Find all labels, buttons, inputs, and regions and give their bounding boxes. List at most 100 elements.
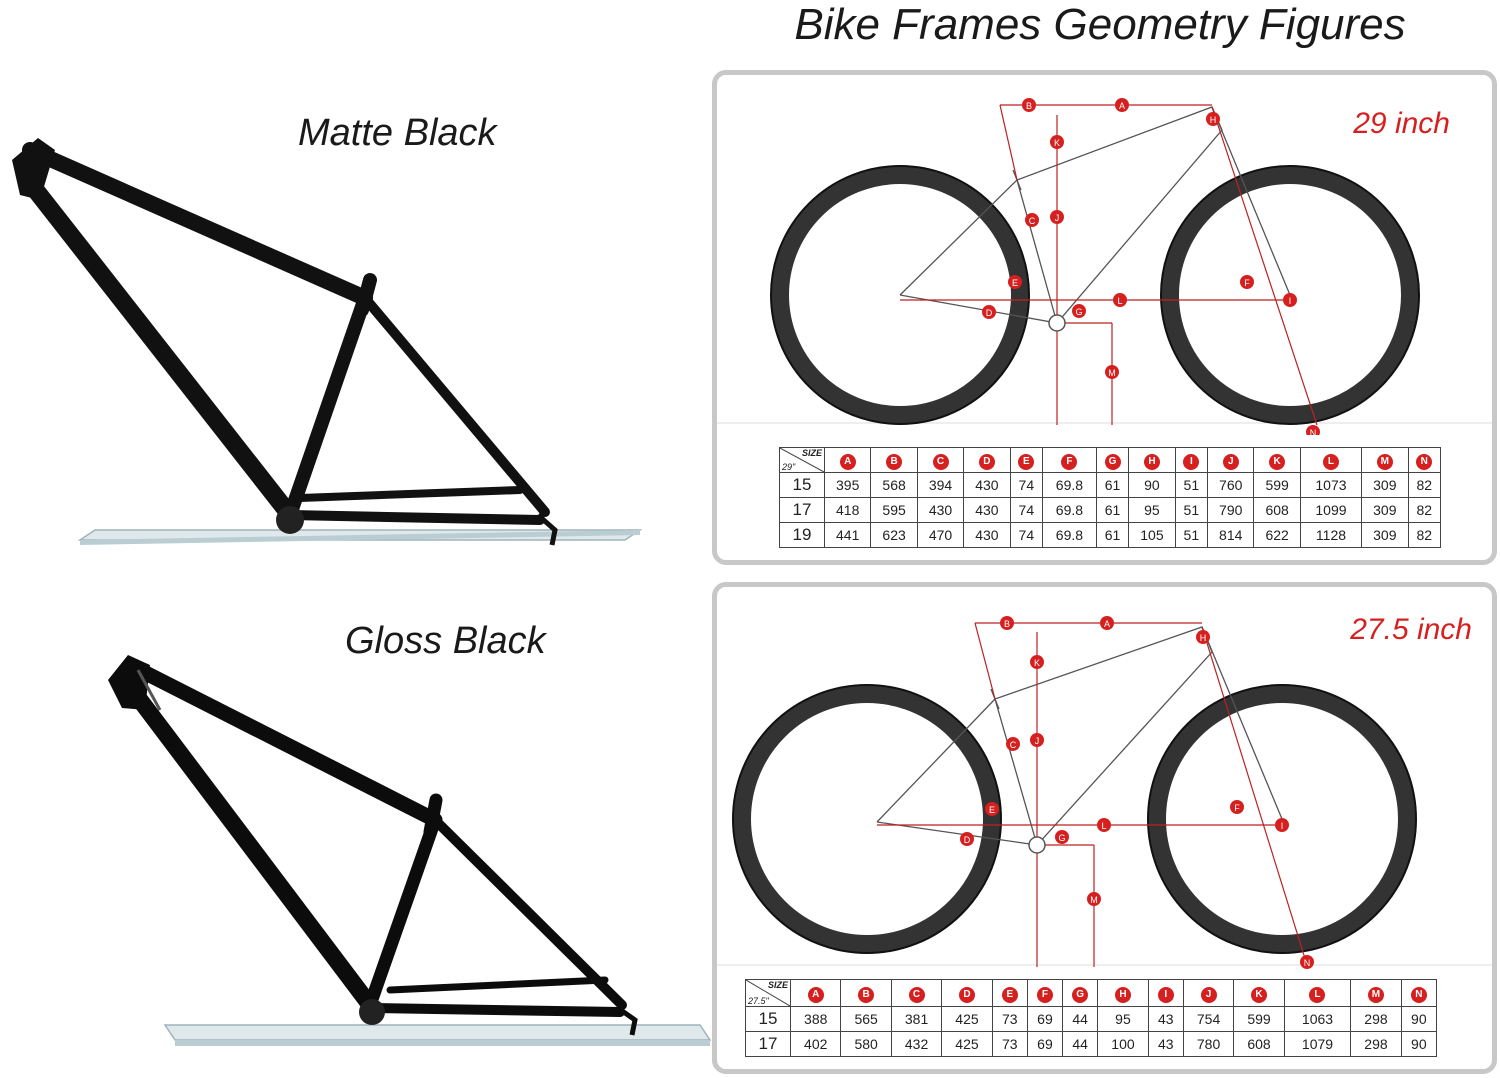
table-cell: 69.8 (1042, 522, 1097, 548)
svg-text:B: B (1004, 619, 1010, 629)
table-cell: 51 (1174, 472, 1209, 498)
svg-text:M: M (1108, 368, 1116, 378)
column-header-k: K (1253, 447, 1301, 473)
svg-text:I: I (1281, 821, 1284, 831)
geometry-panel-27-5: A B C D E F G H I J K L M N 27.5 inch SI… (712, 582, 1497, 1074)
table-cell: 599 (1253, 472, 1301, 498)
wheel-size-label-27-5: 27.5 inch (1350, 613, 1472, 646)
table-cell: 425 (941, 1031, 993, 1057)
table-cell: 43 (1147, 1006, 1184, 1032)
matte-black-label: Matte Black (298, 112, 497, 154)
table-cell: 381 (890, 1006, 943, 1032)
table-cell: 69.8 (1042, 497, 1097, 523)
table-cell: 82 (1407, 472, 1442, 498)
size-cell: 19 (779, 522, 825, 548)
table-cell: 90 (1400, 1031, 1438, 1057)
column-letter-badge: G (1072, 986, 1089, 1003)
column-header-l: L (1283, 979, 1352, 1007)
bike-geometry-diagram-27-5: A B C D E F G H I J K L M N (717, 616, 1492, 969)
table-cell: 309 (1361, 522, 1409, 548)
diagram-letter-markers: A B C D E F G H I J K L M N (982, 98, 1320, 435)
table-cell: 90 (1400, 1006, 1438, 1032)
table-cell: 430 (963, 497, 1011, 523)
column-letter-badge: N (1416, 453, 1433, 470)
column-letter-badge: I (1183, 453, 1200, 470)
svg-text:F: F (1234, 803, 1240, 813)
table-cell: 43 (1147, 1031, 1184, 1057)
size-corner-cell: SIZE 27.5" (745, 979, 791, 1007)
table-cell: 298 (1350, 1031, 1402, 1057)
svg-text:A: A (1119, 101, 1125, 111)
svg-text:N: N (1310, 428, 1317, 435)
svg-text:E: E (1012, 278, 1018, 288)
column-header-d: D (963, 447, 1011, 473)
column-letter-badge: A (807, 986, 824, 1003)
table-cell: 418 (823, 497, 872, 523)
column-letter-badge: M (1376, 453, 1393, 470)
column-header-m: M (1361, 447, 1409, 473)
column-letter-badge: J (1222, 453, 1239, 470)
table-cell: 69 (1026, 1006, 1064, 1032)
table-cell: 395 (823, 472, 872, 498)
column-header-g: G (1062, 979, 1099, 1007)
column-letter-badge: I (1157, 986, 1174, 1003)
table-cell: 309 (1361, 472, 1409, 498)
table-cell: 100 (1097, 1031, 1149, 1057)
table-cell: 780 (1182, 1031, 1235, 1057)
column-letter-badge: K (1250, 986, 1267, 1003)
size-cell: 15 (779, 472, 825, 498)
bike-geometry-diagram-29: A B C D E F G H I J K L M N (717, 98, 1492, 435)
column-letter-badge: K (1269, 453, 1286, 470)
table-cell: 69 (1026, 1031, 1064, 1057)
table-cell: 760 (1207, 472, 1255, 498)
svg-text:M: M (1090, 895, 1098, 905)
table-cell: 90 (1128, 472, 1176, 498)
column-header-f: F (1026, 979, 1064, 1007)
table-cell: 82 (1407, 522, 1442, 548)
column-header-h: H (1128, 447, 1176, 473)
svg-text:E: E (989, 805, 995, 815)
wheel-size-label-29: 29 inch (1353, 107, 1450, 140)
svg-text:D: D (964, 835, 971, 845)
column-letter-badge: D (978, 453, 995, 470)
gloss-black-frame-image (108, 655, 712, 1046)
column-header-j: J (1207, 447, 1255, 473)
column-letter-badge: L (1309, 986, 1326, 1003)
column-header-b: B (870, 447, 918, 473)
svg-text:B: B (1026, 101, 1032, 111)
svg-text:C: C (1029, 216, 1036, 226)
column-letter-badge: D (958, 986, 975, 1003)
table-cell: 425 (941, 1006, 993, 1032)
column-header-n: N (1400, 979, 1438, 1007)
table-cell: 623 (870, 522, 918, 548)
column-header-b: B (840, 979, 892, 1007)
table-cell: 1079 (1283, 1031, 1352, 1057)
table-cell: 74 (1009, 522, 1044, 548)
column-header-d: D (941, 979, 993, 1007)
table-cell: 394 (916, 472, 965, 498)
table-cell: 51 (1174, 522, 1209, 548)
table-cell: 1073 (1299, 472, 1363, 498)
matte-black-frame-image (12, 138, 643, 546)
column-letter-badge: E (1001, 986, 1018, 1003)
geometry-panel-29: A B C D E F G H I J K L M N 29 inch SIZE… (712, 70, 1497, 565)
column-letter-badge: C (932, 453, 949, 470)
column-letter-badge: H (1143, 453, 1160, 470)
table-cell: 599 (1233, 1006, 1285, 1032)
column-letter-badge: H (1114, 986, 1131, 1003)
table-cell: 73 (991, 1031, 1028, 1057)
column-header-l: L (1299, 447, 1363, 473)
column-header-e: E (991, 979, 1028, 1007)
svg-text:N: N (1304, 958, 1311, 968)
table-cell: 309 (1361, 497, 1409, 523)
table-cell: 608 (1233, 1031, 1285, 1057)
table-cell: 565 (840, 1006, 892, 1032)
table-cell: 754 (1182, 1006, 1235, 1032)
svg-text:F: F (1244, 278, 1250, 288)
table-cell: 73 (991, 1006, 1028, 1032)
table-cell: 430 (963, 522, 1011, 548)
table-cell: 568 (870, 472, 918, 498)
